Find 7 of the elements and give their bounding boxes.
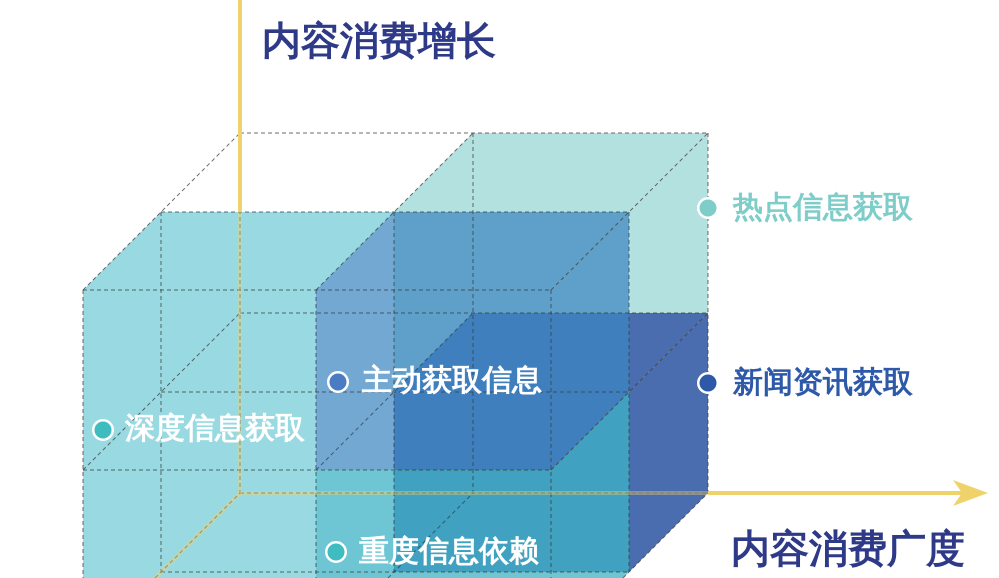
axis-title: 内容消费增长	[262, 22, 496, 60]
legend-label: 热点信息获取	[733, 193, 913, 223]
legend-label: 新闻资讯获取	[733, 368, 913, 398]
axis-title: 内容消费广度	[731, 530, 965, 568]
legend-label: 重度信息依赖	[359, 537, 539, 567]
legend-label: 主动获取信息	[362, 366, 542, 396]
legend-label: 深度信息获取	[125, 414, 305, 444]
